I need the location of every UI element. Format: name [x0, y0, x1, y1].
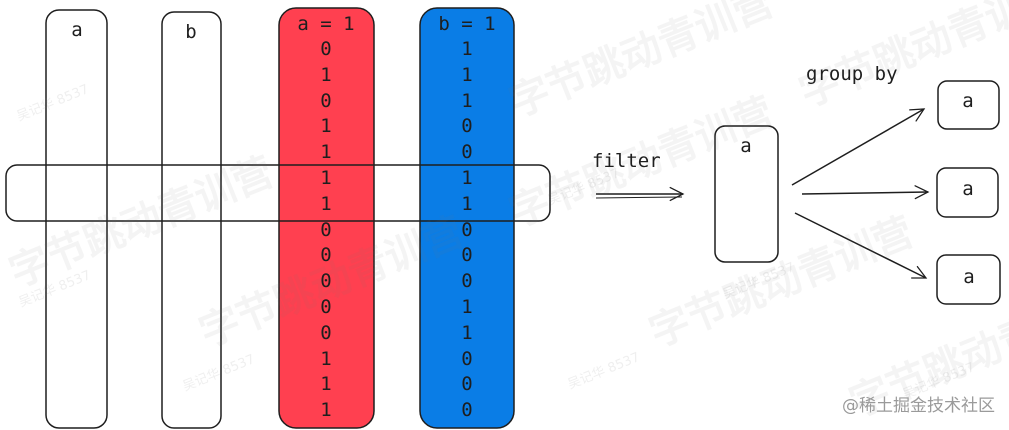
column-b-eq-1-value: 0 [461, 270, 473, 293]
group-by-label: group by [806, 63, 898, 85]
column-b-eq-1-value: 1 [461, 192, 473, 215]
column-b-eq-1-value: 1 [461, 321, 473, 344]
group-box-1 [937, 80, 1000, 130]
group-box-1-label: a [962, 90, 974, 112]
column-b-eq-1-value: 1 [461, 166, 473, 189]
group-box-2-label: a [962, 178, 974, 200]
column-a-eq-1-value: 1 [320, 373, 332, 396]
column-a-eq-1-value: 0 [320, 89, 332, 112]
column-b-eq-1-box [419, 7, 515, 429]
column-b-eq-1-value: 0 [461, 218, 473, 241]
group-box-2 [936, 167, 999, 218]
column-b-eq-1-value: 0 [461, 347, 473, 370]
column-a-eq-1-value: 1 [320, 115, 332, 138]
column-a-eq-1-value: 1 [320, 141, 332, 164]
column-b-eq-1-value: 1 [461, 63, 473, 86]
column-a-eq-1-value: 0 [320, 38, 332, 60]
group-arrow-3 [794, 212, 928, 279]
column-b-eq-1-value: 1 [461, 38, 473, 60]
column-a-eq-1-value: 1 [320, 192, 332, 215]
column-b-eq-1-value: 0 [461, 399, 473, 422]
column-b-eq-1-value: 0 [461, 373, 473, 396]
column-a-eq-1-value: 0 [320, 270, 332, 293]
column-b-box [161, 11, 222, 429]
column-a-eq-1-title: a = 1 [297, 13, 355, 35]
column-a-eq-1-value: 0 [320, 244, 332, 267]
selected-row-box [5, 164, 551, 222]
column-a-eq-1-value: 1 [320, 399, 332, 422]
group-box-3-label: a [963, 266, 975, 288]
column-a-eq-1-value: 0 [320, 295, 332, 318]
column-a-eq-1-value: 0 [320, 218, 332, 241]
filtered-box [714, 125, 779, 263]
column-b-eq-1-value: 1 [461, 89, 473, 112]
column-b-eq-1-title: b = 1 [438, 13, 496, 35]
filtered-box-label: a [740, 135, 752, 157]
column-b-eq-1-value: 1 [461, 295, 473, 318]
column-b-eq-1-value: 0 [461, 244, 473, 267]
filter-label: filter [592, 150, 661, 172]
column-b-eq-1-value: 0 [461, 115, 473, 138]
column-a-eq-1-value: 1 [320, 347, 332, 370]
column-a-eq-1-value: 1 [320, 166, 332, 189]
column-a-title: a [71, 19, 83, 41]
column-b-title: b [185, 21, 197, 43]
credit-text: @稀土掘金技术社区 [842, 396, 995, 416]
group-box-3 [936, 254, 1001, 305]
group-arrow-2 [801, 185, 930, 200]
column-a-box [45, 9, 108, 429]
column-a-eq-1-value: 0 [320, 321, 332, 344]
column-a-eq-1-value: 1 [320, 63, 332, 86]
group-arrow-1 [791, 108, 926, 186]
column-a-eq-1-box [278, 7, 375, 429]
column-b-eq-1-value: 0 [461, 141, 473, 164]
